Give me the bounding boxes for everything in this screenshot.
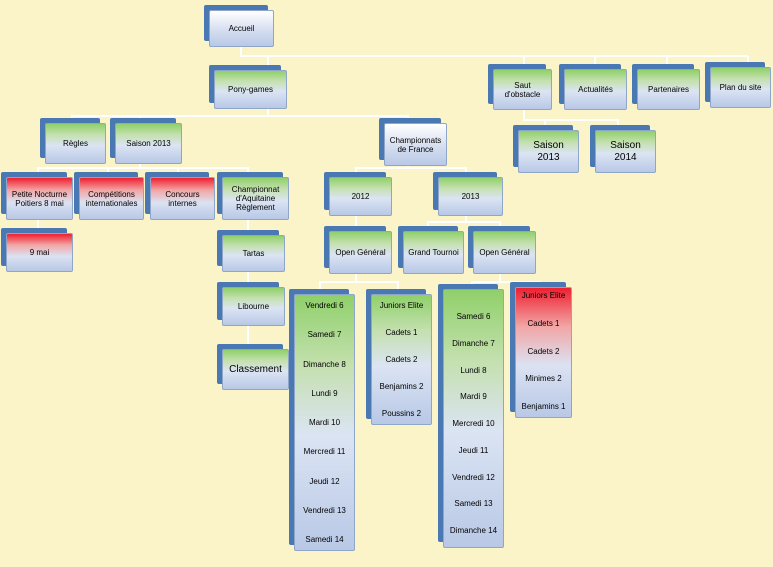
- list-juniors-2012-face: Juniors Elite Cadets 1 Cadets 2 Benjamin…: [371, 294, 432, 425]
- list-item: Samedi 6: [456, 312, 491, 321]
- list-item: Jeudi 11: [458, 445, 489, 455]
- node-tartas-label: Tartas: [222, 235, 285, 272]
- node-libourne-label: Libourne: [222, 287, 285, 326]
- node-actualites[interactable]: Actualités: [559, 64, 627, 110]
- node-actualites-label: Actualités: [564, 69, 627, 110]
- list-juniors-2012[interactable]: Juniors Elite Cadets 1 Cadets 2 Benjamin…: [366, 289, 432, 425]
- node-classement-label: Classement: [222, 349, 289, 390]
- node-plan-du-site[interactable]: Plan du site: [705, 62, 771, 108]
- node-saison-2013-label: Saison 2013: [115, 123, 182, 164]
- node-open-general-2012[interactable]: Open Général: [324, 226, 392, 274]
- list-item: Vendredi 13: [303, 505, 346, 515]
- node-open-general-2012-label: Open Général: [329, 231, 392, 274]
- list-item: Cadets 2: [385, 355, 418, 364]
- list-item: Dimanche 8: [303, 359, 346, 369]
- list-item: Juniors Elite: [379, 301, 424, 310]
- list-item: Lundi 9: [311, 388, 338, 398]
- node-partenaires[interactable]: Partenaires: [632, 64, 700, 110]
- node-pony-games[interactable]: Pony-games: [209, 65, 287, 109]
- list-item: Vendredi 6: [305, 301, 344, 310]
- node-saut-saison-2013-label: Saison 2013: [518, 130, 579, 173]
- list-open-2013-days[interactable]: Samedi 6 Dimanche 7 Lundi 8 Mardi 9 Merc…: [438, 284, 504, 548]
- list-item: Cadets 2: [527, 346, 560, 356]
- list-item: Mercredi 11: [303, 447, 346, 457]
- list-item: Benjamins 2: [379, 382, 424, 391]
- list-open-2013-days-face: Samedi 6 Dimanche 7 Lundi 8 Mardi 9 Merc…: [443, 289, 504, 548]
- node-championnat-aquitaine[interactable]: Championnat d'Aquitaine Règlement: [217, 172, 289, 220]
- node-cf-2012-label: 2012: [329, 177, 392, 216]
- list-item: Mercredi 10: [452, 419, 495, 428]
- node-petite-nocturne[interactable]: Petite Nocturne Poitiers 8 mai: [1, 172, 73, 220]
- node-saison-2013[interactable]: Saison 2013: [110, 118, 182, 164]
- node-accueil[interactable]: Accueil: [204, 5, 274, 47]
- node-concours-internes[interactable]: Concours internes: [145, 172, 215, 220]
- node-partenaires-label: Partenaires: [637, 69, 700, 110]
- node-plan-du-site-label: Plan du site: [710, 67, 771, 108]
- node-saut-obstacle-label: Saut d'obstacle: [493, 69, 552, 110]
- node-competitions-internationales[interactable]: Compétitions internationales: [74, 172, 144, 220]
- node-pony-games-label: Pony-games: [214, 70, 287, 109]
- list-item: Lundi 8: [460, 365, 487, 375]
- node-grand-tournoi-label: Grand Tournoi: [403, 231, 464, 274]
- list-item: Mardi 10: [308, 418, 341, 427]
- list-item: Vendredi 12: [452, 472, 495, 482]
- list-open-2012-days-face: Vendredi 6 Samedi 7 Dimanche 8 Lundi 9 M…: [294, 294, 355, 551]
- list-item: Cadets 1: [527, 318, 560, 328]
- list-open-2012-days[interactable]: Vendredi 6 Samedi 7 Dimanche 8 Lundi 9 M…: [289, 289, 355, 551]
- node-classement[interactable]: Classement: [217, 344, 289, 390]
- list-juniors-2013[interactable]: Juniors Elite Cadets 1 Cadets 2 Minimes …: [510, 282, 572, 418]
- list-item: Juniors Elite: [521, 291, 566, 300]
- node-tartas[interactable]: Tartas: [217, 230, 285, 272]
- list-item: Jeudi 12: [309, 476, 340, 486]
- node-accueil-label: Accueil: [209, 10, 274, 47]
- list-item: Samedi 7: [307, 330, 342, 340]
- node-regles-label: Règles: [45, 123, 106, 164]
- list-item: Benjamins 1: [521, 402, 566, 411]
- node-9-mai[interactable]: 9 mai: [1, 228, 73, 272]
- node-competitions-internationales-label: Compétitions internationales: [79, 177, 144, 220]
- list-item: Samedi 14: [305, 535, 344, 544]
- list-item: Cadets 1: [385, 328, 418, 337]
- node-cf-2013-label: 2013: [438, 177, 503, 216]
- node-petite-nocturne-label: Petite Nocturne Poitiers 8 mai: [6, 177, 73, 220]
- node-saut-saison-2014[interactable]: Saison 2014: [590, 125, 656, 173]
- node-championnat-aquitaine-label: Championnat d'Aquitaine Règlement: [222, 177, 289, 220]
- node-regles[interactable]: Règles: [40, 118, 106, 164]
- list-item: Dimanche 14: [449, 526, 498, 535]
- list-item: Poussins 2: [381, 409, 422, 418]
- list-juniors-2013-face: Juniors Elite Cadets 1 Cadets 2 Minimes …: [515, 287, 572, 418]
- list-item: Minimes 2: [525, 374, 562, 384]
- node-open-general-2013[interactable]: Open Général: [468, 226, 536, 274]
- list-item: Samedi 13: [454, 499, 493, 509]
- node-libourne[interactable]: Libourne: [217, 282, 285, 326]
- node-saut-obstacle[interactable]: Saut d'obstacle: [488, 64, 552, 110]
- node-saut-saison-2013[interactable]: Saison 2013: [513, 125, 579, 173]
- list-item: Dimanche 7: [452, 338, 495, 348]
- node-concours-internes-label: Concours internes: [150, 177, 215, 220]
- node-championnats-france-label: Championnats de France: [384, 123, 447, 166]
- node-saut-saison-2014-label: Saison 2014: [595, 130, 656, 173]
- node-open-general-2013-label: Open Général: [473, 231, 536, 274]
- node-cf-2012[interactable]: 2012: [324, 172, 392, 216]
- node-9-mai-label: 9 mai: [6, 233, 73, 272]
- node-cf-2013[interactable]: 2013: [433, 172, 503, 216]
- node-championnats-france[interactable]: Championnats de France: [379, 118, 447, 166]
- node-grand-tournoi[interactable]: Grand Tournoi: [398, 226, 464, 274]
- list-item: Mardi 9: [460, 392, 487, 402]
